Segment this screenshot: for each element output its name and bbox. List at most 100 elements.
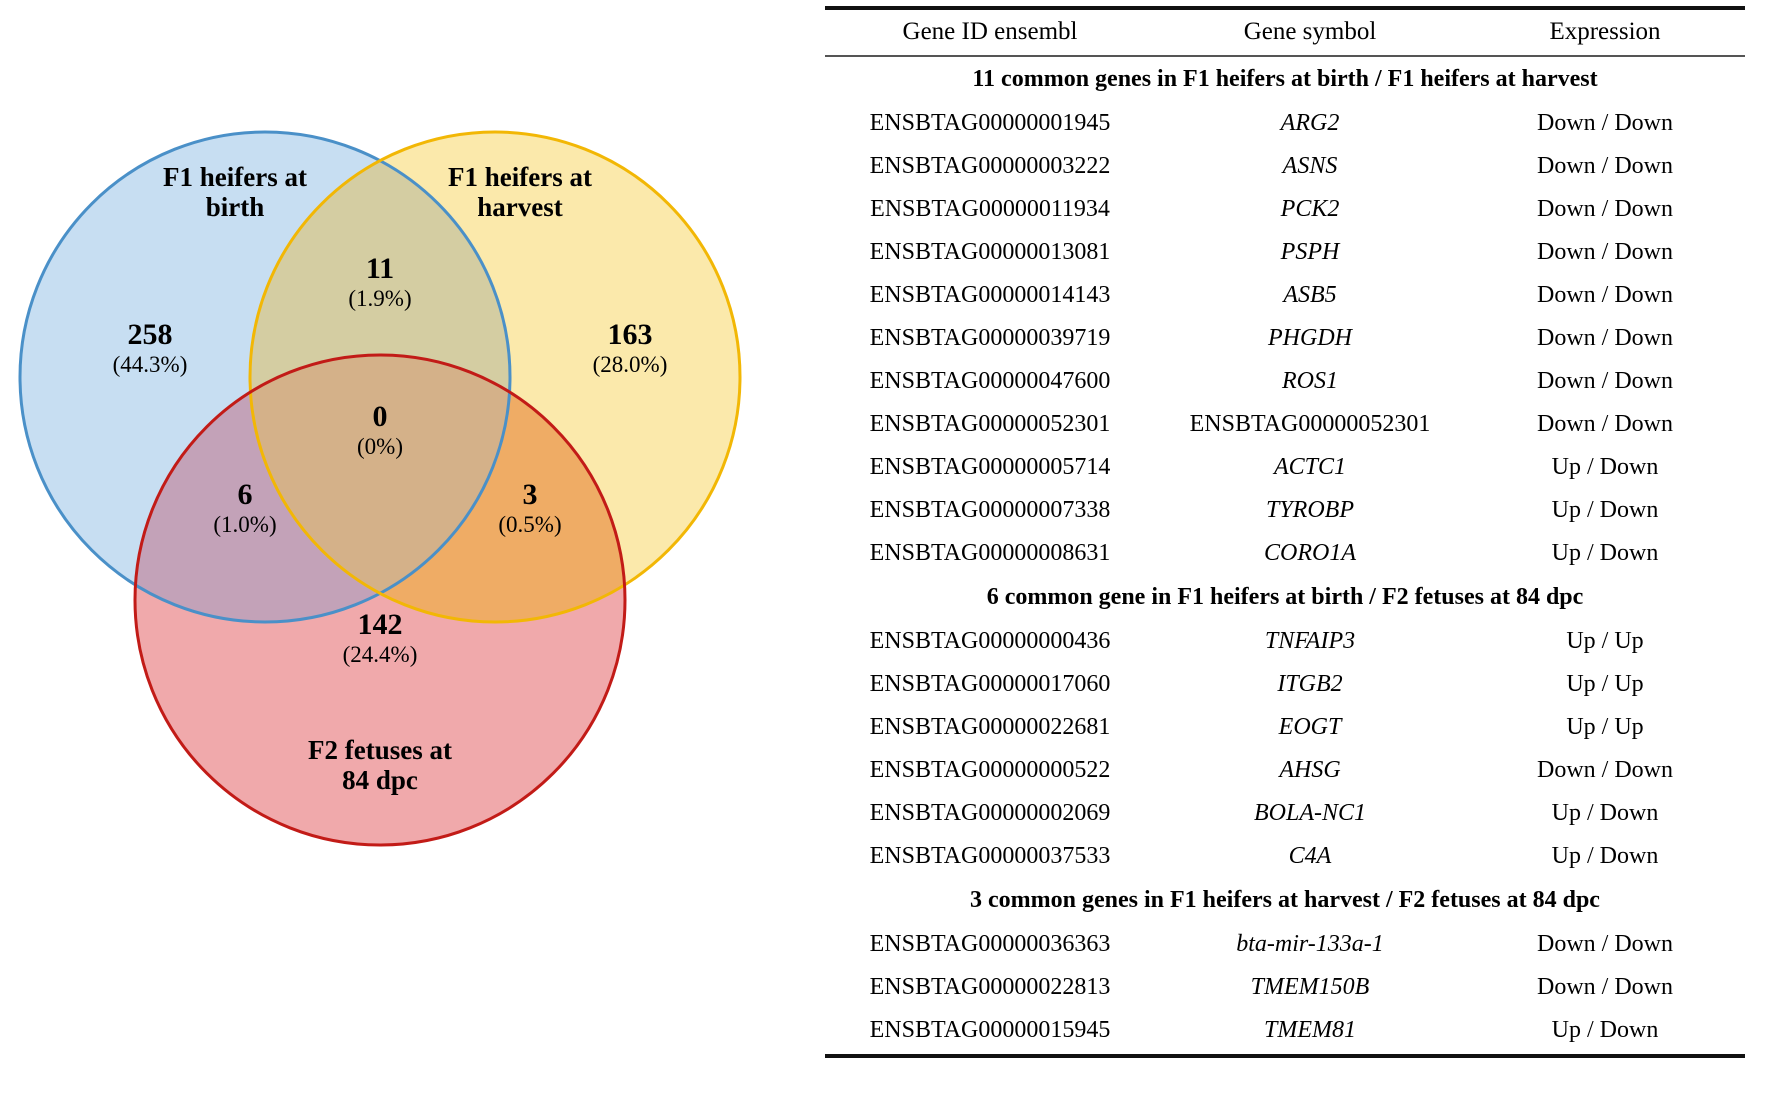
cell-gene-id: ENSBTAG00000001945 xyxy=(869,110,1111,136)
cell-gene-symbol: ACTC1 xyxy=(1273,454,1347,480)
table-row: ENSBTAG00000052301 ENSBTAG00000052301 Down… xyxy=(825,403,1745,446)
venn-outline-f1-birth xyxy=(18,130,512,624)
cell-expression: Down / Down xyxy=(1537,239,1673,265)
venn-outline-f1-harvest xyxy=(248,130,742,624)
cell-expression: Up / Down xyxy=(1551,454,1659,480)
cell-gene-symbol: BOLA-NC1 xyxy=(1253,800,1366,826)
gene-table-body: 11 common genes in F1 heifers at birth /… xyxy=(825,56,1745,1052)
cell-expression: Up / Down xyxy=(1551,540,1659,566)
table-row: ENSBTAG00000007338 TYROBP Up / Down xyxy=(825,489,1745,532)
cell-expression: Up / Down xyxy=(1551,800,1659,826)
table-row: ENSBTAG00000002069 BOLA-NC1 Up / Down xyxy=(825,792,1745,835)
cell-gene-id: ENSBTAG00000013081 xyxy=(869,239,1111,265)
cell-expression: Up / Down xyxy=(1551,1017,1659,1043)
table-row: ENSBTAG00000014143 ASB5 Down / Down xyxy=(825,274,1745,317)
cell-gene-symbol: CORO1A xyxy=(1264,540,1356,566)
cell-gene-id: ENSBTAG00000011934 xyxy=(870,196,1110,222)
table-row: ENSBTAG00000005714 ACTC1 Up / Down xyxy=(825,446,1745,489)
table-row: ENSBTAG00000015945 TMEM81 Up / Down xyxy=(825,1009,1745,1052)
table-section-header: 6 common gene in F1 heifers at birth / F… xyxy=(825,575,1745,620)
cell-gene-id: ENSBTAG00000000436 xyxy=(869,628,1111,654)
venn-diagram-panel: F1 heifers at birth F1 heifers at harves… xyxy=(0,0,790,1105)
cell-gene-symbol: PHGDH xyxy=(1268,325,1352,351)
table-section-header: 3 common genes in F1 heifers at harvest … xyxy=(825,878,1745,923)
cell-gene-symbol: ENSBTAG00000052301 xyxy=(1189,411,1431,437)
cell-gene-symbol: PSPH xyxy=(1280,239,1340,265)
cell-gene-symbol: ARG2 xyxy=(1280,110,1340,136)
cell-gene-symbol: ITGB2 xyxy=(1277,671,1343,697)
cell-gene-id: ENSBTAG00000000522 xyxy=(869,757,1111,783)
table-section-title: 6 common gene in F1 heifers at birth / F… xyxy=(986,584,1584,610)
table-section-title: 11 common genes in F1 heifers at birth /… xyxy=(972,66,1598,92)
gene-table-panel: Gene ID ensembl Gene symbol Expression 1… xyxy=(825,6,1745,1058)
cell-gene-id: ENSBTAG00000036363 xyxy=(869,931,1111,957)
cell-expression: Up / Up xyxy=(1566,714,1644,740)
cell-gene-symbol: TMEM81 xyxy=(1264,1017,1356,1043)
table-section-title: 3 common genes in F1 heifers at harvest … xyxy=(970,887,1600,913)
cell-expression: Down / Down xyxy=(1537,282,1673,308)
table-row: ENSBTAG00000008631 CORO1A Up / Down xyxy=(825,532,1745,575)
cell-gene-symbol: EOGT xyxy=(1278,714,1342,740)
cell-expression: Down / Down xyxy=(1537,196,1673,222)
cell-gene-symbol: TYROBP xyxy=(1265,497,1354,523)
cell-gene-symbol: PCK2 xyxy=(1280,196,1340,222)
cell-expression: Up / Down xyxy=(1551,843,1659,869)
table-row: ENSBTAG00000022681 EOGT Up / Up xyxy=(825,706,1745,749)
cell-expression: Down / Down xyxy=(1537,325,1673,351)
table-row: ENSBTAG00000039719 PHGDH Down / Down xyxy=(825,317,1745,360)
cell-expression: Down / Down xyxy=(1537,757,1673,783)
venn-outline-f2-fetuses xyxy=(133,353,627,847)
cell-gene-id: ENSBTAG00000039719 xyxy=(869,325,1111,351)
cell-gene-id: ENSBTAG00000008631 xyxy=(869,540,1111,566)
gene-table-head: Gene ID ensembl Gene symbol Expression xyxy=(825,10,1745,57)
cell-gene-id: ENSBTAG00000047600 xyxy=(869,368,1111,394)
table-row: ENSBTAG00000013081 PSPH Down / Down xyxy=(825,231,1745,274)
column-header-expression: Expression xyxy=(1465,10,1745,57)
cell-gene-symbol: ASNS xyxy=(1282,153,1338,179)
cell-gene-id: ENSBTAG00000002069 xyxy=(869,800,1111,826)
table-row: ENSBTAG00000036363 bta-mir-133a-1 Down / D… xyxy=(825,923,1745,966)
cell-expression: Down / Down xyxy=(1537,411,1673,437)
cell-gene-id: ENSBTAG00000015945 xyxy=(869,1017,1111,1043)
cell-gene-id: ENSBTAG00000022813 xyxy=(869,974,1111,1000)
column-header-gene-id: Gene ID ensembl xyxy=(825,10,1155,57)
cell-gene-symbol: TMEM150B xyxy=(1250,974,1370,1000)
table-row: ENSBTAG00000001945 ARG2 Down / Down xyxy=(825,102,1745,145)
table-row: ENSBTAG00000000436 TNFAIP3 Up / Up xyxy=(825,620,1745,663)
cell-expression: Down / Down xyxy=(1537,974,1673,1000)
gene-table: Gene ID ensembl Gene symbol Expression 1… xyxy=(825,10,1745,1052)
cell-expression: Down / Down xyxy=(1537,368,1673,394)
gene-table-header-row: Gene ID ensembl Gene symbol Expression xyxy=(825,10,1745,57)
cell-gene-symbol: TNFAIP3 xyxy=(1264,628,1356,654)
table-row: ENSBTAG00000047600 ROS1 Down / Down xyxy=(825,360,1745,403)
cell-gene-symbol: ASB5 xyxy=(1283,282,1337,308)
cell-gene-id: ENSBTAG00000014143 xyxy=(869,282,1111,308)
cell-gene-id: ENSBTAG00000022681 xyxy=(869,714,1111,740)
cell-gene-id: ENSBTAG00000003222 xyxy=(869,153,1111,179)
cell-expression: Up / Down xyxy=(1551,497,1659,523)
table-row: ENSBTAG00000000522 AHSG Down / Down xyxy=(825,749,1745,792)
cell-gene-id: ENSBTAG00000005714 xyxy=(869,454,1111,480)
cell-gene-id: ENSBTAG00000052301 xyxy=(869,411,1111,437)
table-section-header: 11 common genes in F1 heifers at birth /… xyxy=(825,56,1745,102)
cell-expression: Up / Up xyxy=(1566,628,1644,654)
cell-expression: Down / Down xyxy=(1537,153,1673,179)
cell-expression: Down / Down xyxy=(1537,110,1673,136)
cell-expression: Down / Down xyxy=(1537,931,1673,957)
cell-gene-symbol: C4A xyxy=(1288,843,1332,869)
cell-gene-id: ENSBTAG00000007338 xyxy=(869,497,1111,523)
venn-diagram-svg xyxy=(18,130,742,847)
table-row: ENSBTAG00000022813 TMEM150B Down / Down xyxy=(825,966,1745,1009)
table-top-rule xyxy=(825,6,1745,10)
column-header-gene-symbol: Gene symbol xyxy=(1155,10,1465,57)
table-row: ENSBTAG00000003222 ASNS Down / Down xyxy=(825,145,1745,188)
table-row: ENSBTAG00000011934 PCK2 Down / Down xyxy=(825,188,1745,231)
cell-gene-symbol: ROS1 xyxy=(1282,368,1338,394)
cell-gene-symbol: AHSG xyxy=(1279,757,1341,783)
table-bottom-rule xyxy=(825,1054,1745,1058)
cell-expression: Up / Up xyxy=(1566,671,1644,697)
cell-gene-symbol: bta-mir-133a-1 xyxy=(1236,931,1384,957)
